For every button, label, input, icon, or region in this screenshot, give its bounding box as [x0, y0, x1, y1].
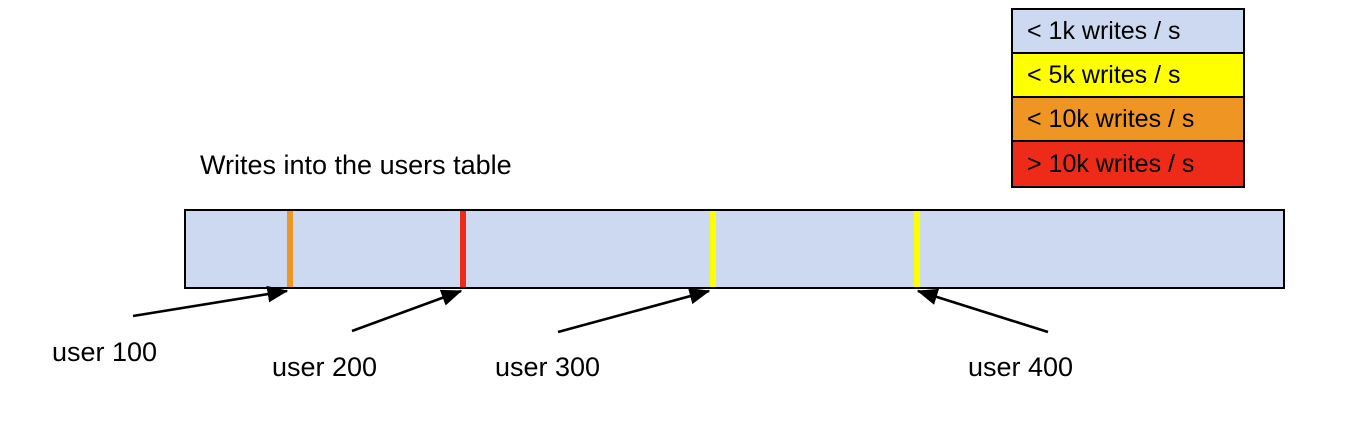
legend: < 1k writes / s < 5k writes / s < 10k wr… — [1011, 8, 1245, 188]
legend-row-under-5k: < 5k writes / s — [1013, 54, 1243, 98]
arrow-user-200 — [351, 289, 463, 333]
users-table-bar — [184, 209, 1285, 289]
label-user-400: user 400 — [968, 352, 1074, 382]
legend-row-under-1k: < 1k writes / s — [1013, 10, 1243, 54]
legend-label-over-10k: > 10k writes / s — [1027, 149, 1195, 178]
marker-user-300 — [710, 211, 716, 287]
arrow-user-300 — [557, 288, 711, 334]
label-user-200: user 200 — [272, 352, 378, 382]
chart-title: Writes into the users table — [200, 150, 512, 180]
arrow-user-400 — [916, 288, 1049, 334]
legend-label-under-5k: < 5k writes / s — [1027, 60, 1181, 89]
legend-row-over-10k: > 10k writes / s — [1013, 142, 1243, 186]
label-user-100: user 100 — [52, 337, 158, 367]
marker-user-400 — [914, 211, 920, 287]
arrow-user-100 — [132, 285, 289, 318]
legend-label-under-1k: < 1k writes / s — [1027, 16, 1181, 45]
legend-label-under-10k: < 10k writes / s — [1027, 104, 1195, 133]
legend-row-under-10k: < 10k writes / s — [1013, 98, 1243, 142]
marker-user-100 — [287, 211, 293, 287]
marker-user-200 — [460, 211, 466, 287]
label-user-300: user 300 — [495, 352, 601, 382]
